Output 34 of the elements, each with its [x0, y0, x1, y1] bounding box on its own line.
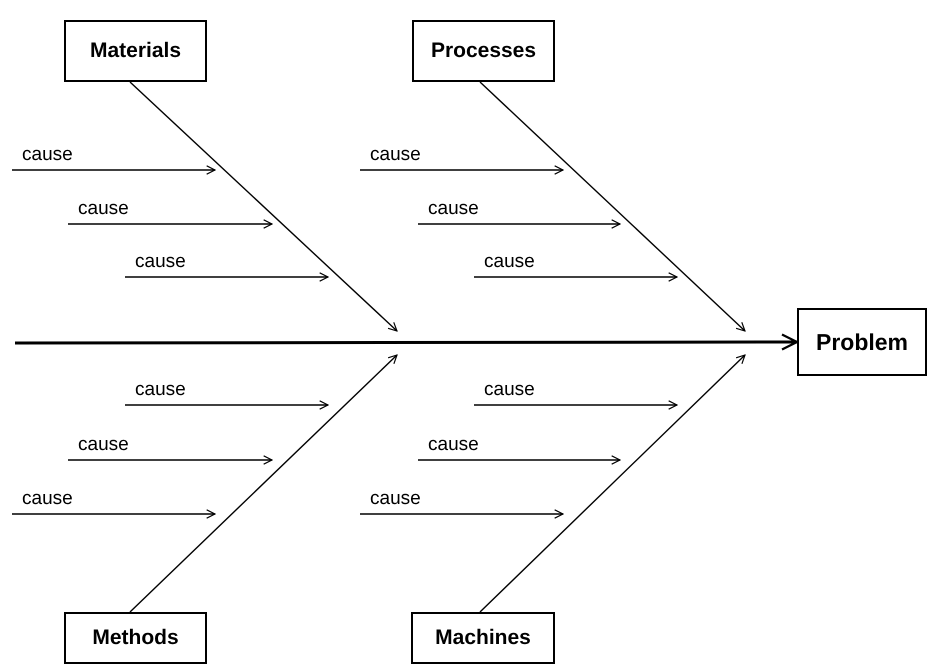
- cause-text: cause: [12, 144, 102, 170]
- problem-box: Problem: [797, 308, 927, 376]
- arrow: [474, 400, 678, 410]
- cause-text: cause: [360, 488, 450, 514]
- category-box: Materials: [64, 20, 207, 82]
- arrow: [12, 509, 216, 519]
- arrow: [68, 219, 273, 229]
- cause-text: cause: [474, 251, 564, 277]
- arrow: [418, 219, 621, 229]
- arrow: [125, 400, 329, 410]
- category-box: Processes: [412, 20, 555, 82]
- cause-text: cause: [125, 251, 215, 277]
- cause-text: cause: [125, 379, 215, 405]
- category-box: Machines: [411, 612, 555, 664]
- arrow: [474, 272, 678, 282]
- arrow: [130, 354, 398, 612]
- arrow: [125, 272, 329, 282]
- cause-text: cause: [474, 379, 564, 405]
- arrow: [68, 455, 273, 465]
- arrow: [130, 81, 398, 332]
- arrow: [418, 455, 621, 465]
- cause-text: cause: [68, 434, 158, 460]
- cause-text: cause: [12, 488, 102, 514]
- arrow: [12, 165, 216, 175]
- cause-text: cause: [418, 198, 508, 224]
- arrow: [480, 354, 746, 612]
- arrow: [480, 81, 746, 332]
- arrow: [360, 509, 564, 519]
- arrow: [360, 165, 564, 175]
- spine-arrow: [15, 333, 798, 351]
- category-box: Methods: [64, 612, 207, 664]
- cause-text: cause: [360, 144, 450, 170]
- cause-text: cause: [68, 198, 158, 224]
- cause-text: cause: [418, 434, 508, 460]
